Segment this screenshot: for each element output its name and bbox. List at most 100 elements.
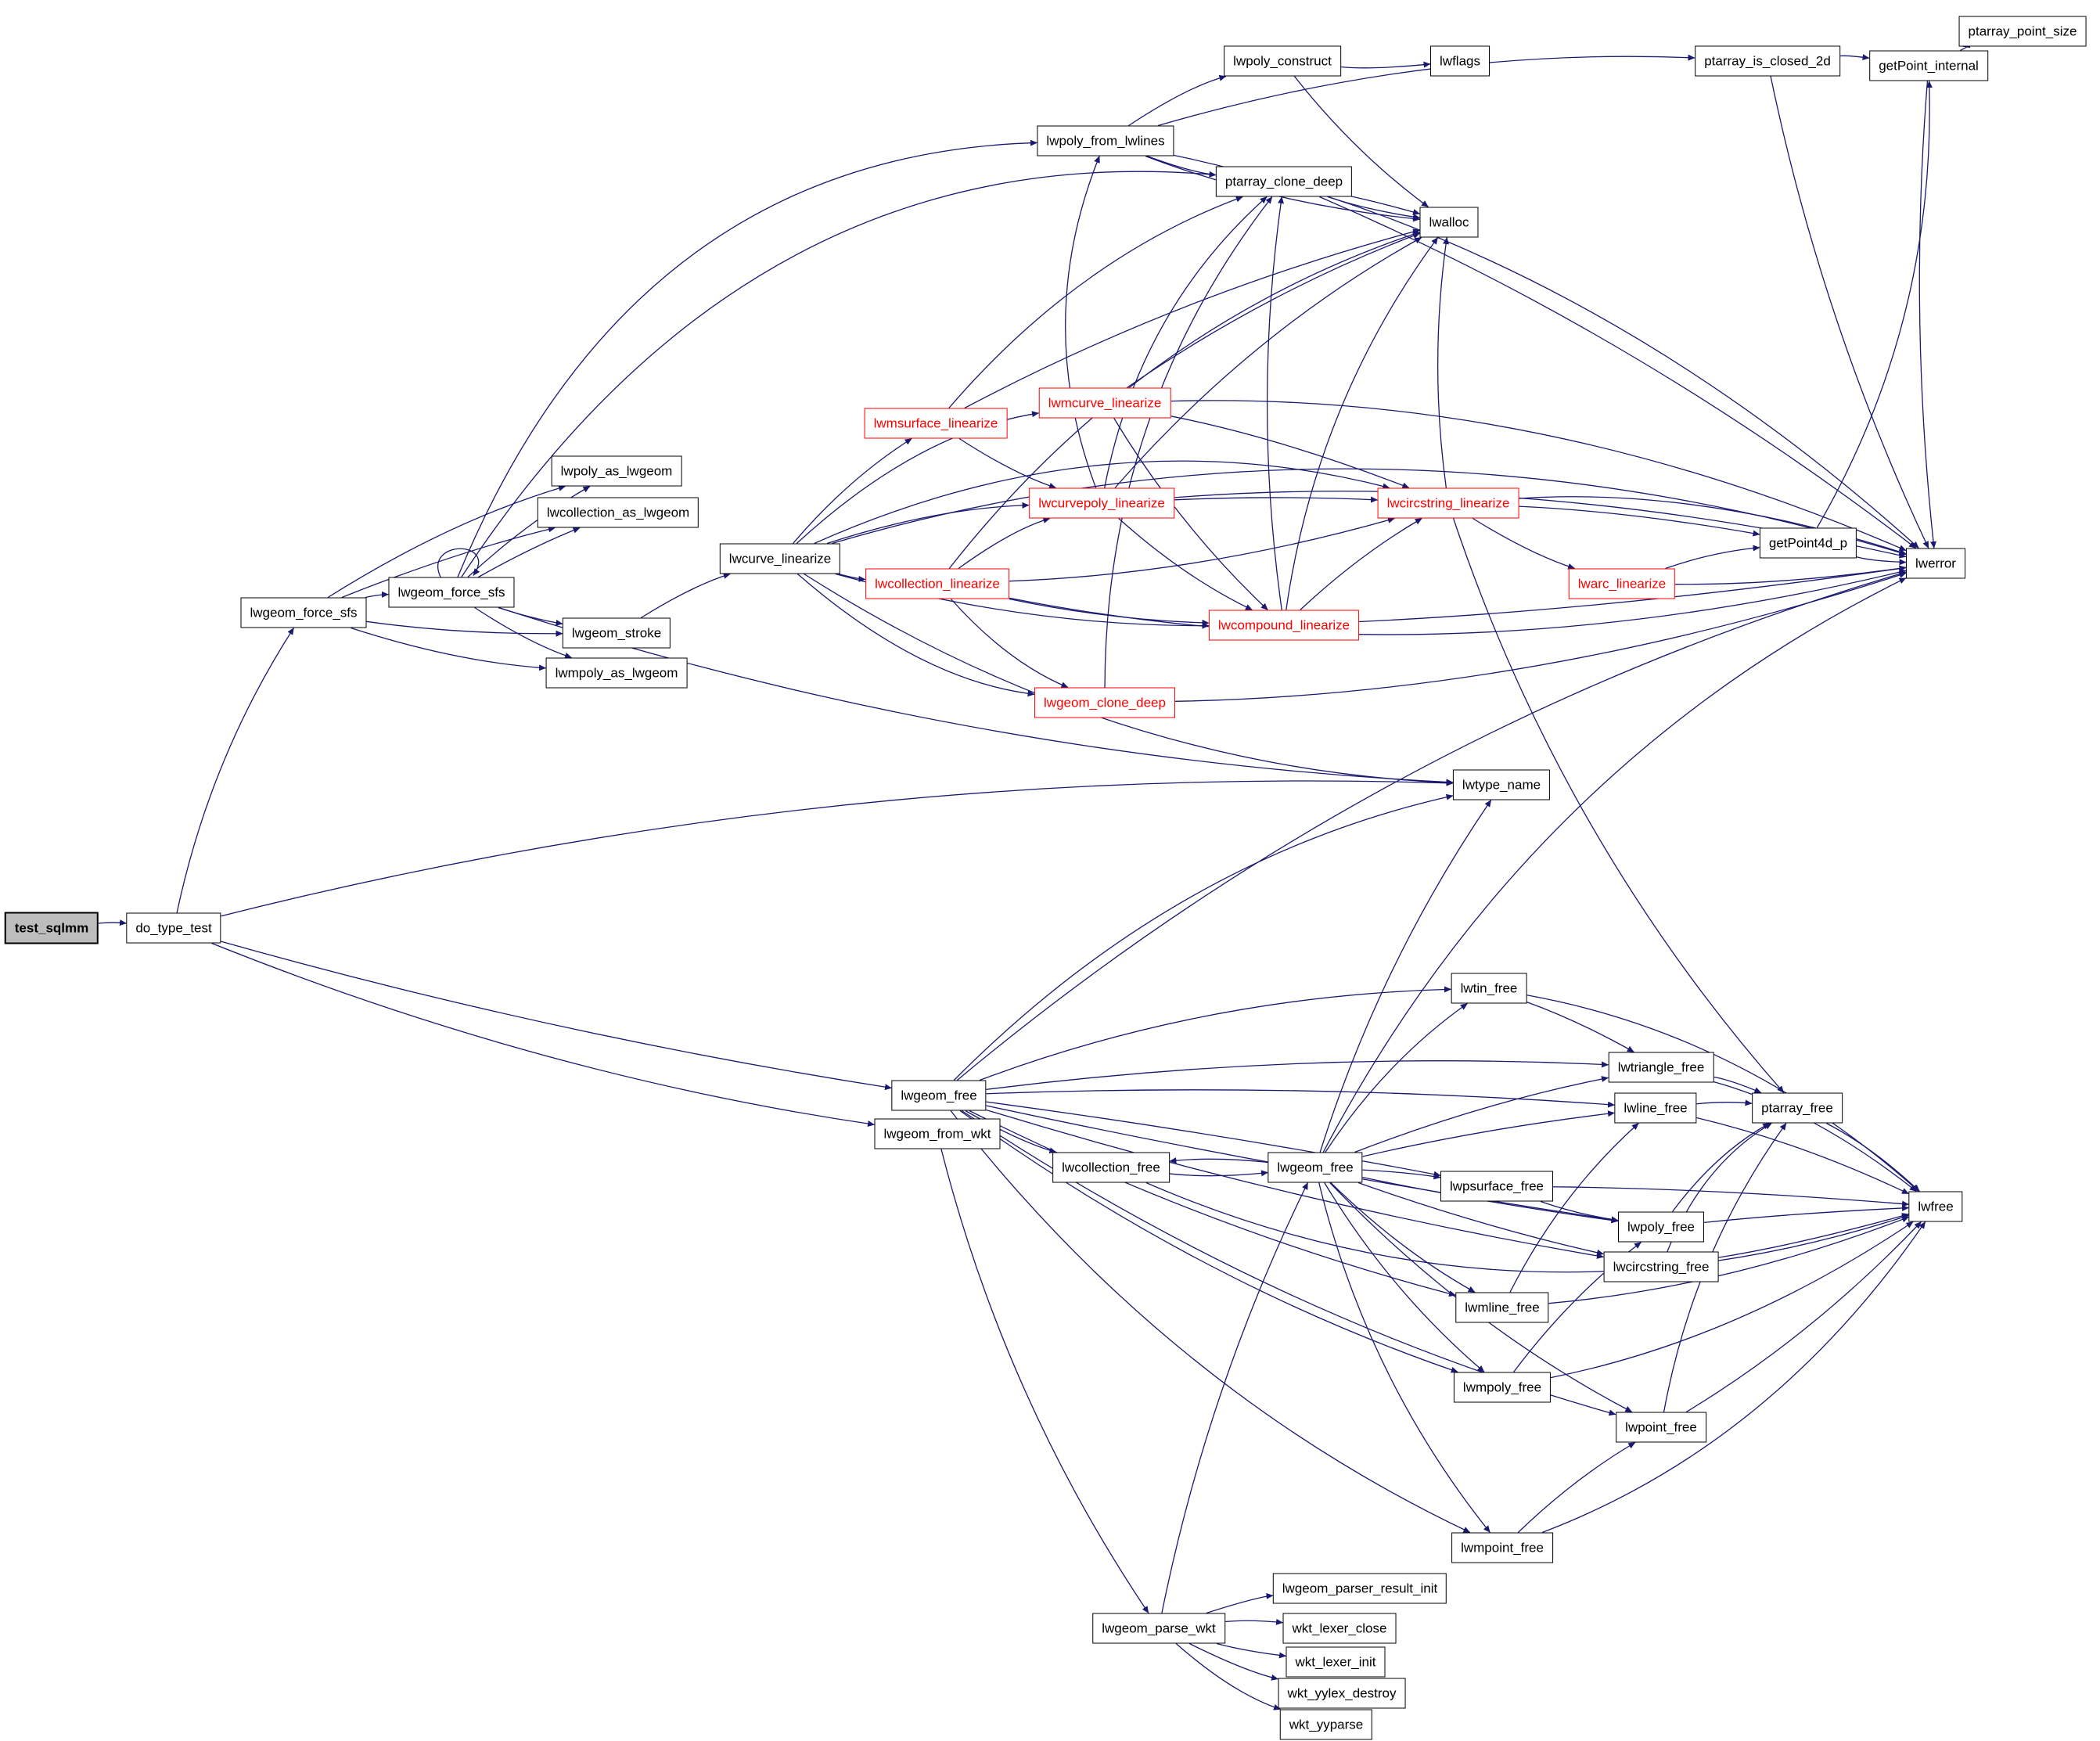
graph-node-wkt_yyparse[interactable]: wkt_yyparse	[1279, 1709, 1373, 1740]
graph-node-lwgeom_parser_result_init[interactable]: lwgeom_parser_result_init	[1272, 1573, 1447, 1604]
call-edge-lwgeom_free2-lwcollection_free	[1169, 1157, 1268, 1164]
graph-node-getPoint_internal[interactable]: getPoint_internal	[1869, 50, 1988, 81]
call-edge-lwgeom_parse_wkt-wkt_yyparse	[1175, 1643, 1281, 1710]
graph-node-lwgeom_parse_wkt[interactable]: lwgeom_parse_wkt	[1092, 1613, 1225, 1644]
call-edge-lwpoly_construct-lwflags	[1340, 61, 1431, 69]
call-edge-lwcurve_linearize-lwcollection_linearize	[838, 573, 866, 582]
graph-node-lwpoly_from_lwlines[interactable]: lwpoly_from_lwlines	[1037, 125, 1174, 156]
graph-node-lwpoint_free[interactable]: lwpoint_free	[1616, 1412, 1706, 1443]
call-edge-lwgeom_free2-lwmpoint_free	[1318, 1182, 1490, 1533]
call-edge-lwmpoint_free-lwfree	[1541, 1221, 1926, 1534]
call-edge-lwcurvepoly_linearize-ptarray_clone_deep	[1104, 196, 1268, 488]
graph-node-lwcollection_linearize[interactable]: lwcollection_linearize	[865, 568, 1009, 599]
call-edge-force_sfs1-lwmpoly_as_lwgeom	[351, 627, 546, 671]
graph-node-lwtype_name[interactable]: lwtype_name	[1452, 769, 1551, 800]
graph-node-lwline_free[interactable]: lwline_free	[1614, 1092, 1697, 1124]
graph-node-lwgeom_clone_deep[interactable]: lwgeom_clone_deep	[1034, 687, 1175, 718]
call-edge-lwcompound_linearize-ptarray_clone_deep	[1266, 196, 1285, 610]
call-edge-lwgeom_free1-lwcircstring_free	[986, 1109, 1604, 1259]
graph-node-lwgeom_stroke[interactable]: lwgeom_stroke	[562, 617, 671, 649]
graph-node-force_sfs2[interactable]: lwgeom_force_sfs	[388, 577, 515, 608]
call-edge-lwcircstring_linearize-lwarc_linearize	[1473, 517, 1576, 570]
graph-node-lwfree[interactable]: lwfree	[1908, 1191, 1963, 1222]
graph-node-lwcollection_free[interactable]: lwcollection_free	[1052, 1152, 1170, 1183]
graph-node-lwcurvepoly_linearize[interactable]: lwcurvepoly_linearize	[1029, 487, 1174, 519]
graph-node-lwflags[interactable]: lwflags	[1430, 45, 1490, 77]
call-edge-force_sfs2-lwmpoly_as_lwgeom	[474, 606, 572, 659]
graph-node-lwgeom_free1[interactable]: lwgeom_free	[891, 1080, 987, 1111]
graph-node-lwarc_linearize[interactable]: lwarc_linearize	[1568, 568, 1676, 599]
call-edge-lwmsurface_linearize-lwcurvepoly_linearize	[958, 437, 1056, 489]
graph-node-lwmpoint_free[interactable]: lwmpoint_free	[1451, 1532, 1553, 1563]
graph-node-test_sqlmm[interactable]: test_sqlmm	[4, 912, 99, 944]
graph-node-lwtriangle_free[interactable]: lwtriangle_free	[1608, 1052, 1714, 1083]
graph-node-lwcompound_linearize[interactable]: lwcompound_linearize	[1208, 610, 1360, 641]
call-edge-lwgeom_stroke-lwcurve_linearize	[640, 573, 731, 619]
call-edge-lwgeom_free2-lwmline_free	[1330, 1182, 1476, 1293]
call-edge-lwmsurface_linearize-lwalloc	[964, 228, 1420, 409]
call-edge-lwgeom_free1-lwpsurface_free	[986, 1101, 1441, 1178]
graph-node-lwpoly_free[interactable]: lwpoly_free	[1618, 1211, 1704, 1243]
call-edge-lwgeom_free1-lwerror	[956, 570, 1907, 1081]
graph-node-lwgeom_from_wkt[interactable]: lwgeom_from_wkt	[874, 1118, 1001, 1149]
call-edge-lwgeom_parse_wkt-wkt_lexer_close	[1224, 1618, 1283, 1625]
call-edge-lwcurvepoly_linearize-lwpoly_from_lwlines	[1065, 156, 1100, 488]
graph-node-lwcurve_linearize[interactable]: lwcurve_linearize	[719, 543, 841, 574]
call-edge-lwcollection_linearize-lwcurvepoly_linearize	[958, 517, 1051, 570]
graph-node-wkt_lexer_init[interactable]: wkt_lexer_init	[1286, 1646, 1386, 1678]
graph-node-lwcircstring_linearize[interactable]: lwcircstring_linearize	[1377, 487, 1519, 519]
graph-node-lwcollection_as_lwgeom[interactable]: lwcollection_as_lwgeom	[537, 497, 699, 528]
call-edge-force_sfs2-force_sfs2	[437, 548, 480, 577]
call-edge-ptarray_clone_deep-lwalloc	[1328, 196, 1420, 221]
call-edge-getPoint4d_p-lwerror	[1856, 556, 1907, 566]
call-edge-lwgeom_free2-lwerror	[1322, 577, 1907, 1153]
graph-node-lwtin_free[interactable]: lwtin_free	[1451, 973, 1527, 1004]
call-edge-lwmpoly_free-lwfree	[1550, 1221, 1914, 1379]
call-edge-lwmline_free-lwfree	[1548, 1216, 1909, 1304]
graph-node-ptarray_point_size[interactable]: ptarray_point_size	[1958, 16, 2087, 47]
graph-node-force_sfs1[interactable]: lwgeom_force_sfs	[240, 597, 367, 628]
graph-node-lwpoly_construct[interactable]: lwpoly_construct	[1224, 45, 1341, 77]
call-edge-lwgeom_free2-lwline_free	[1362, 1110, 1615, 1157]
graph-node-lwcircstring_free[interactable]: lwcircstring_free	[1603, 1251, 1719, 1282]
call-edge-force_sfs1-lwcollection_as_lwgeom	[341, 526, 556, 599]
graph-node-ptarray_clone_deep[interactable]: ptarray_clone_deep	[1215, 166, 1353, 197]
call-edge-lwgeom_free1-lwmpoly_free	[959, 1110, 1458, 1373]
call-edge-ptarray_free-lwfree	[1826, 1122, 1920, 1192]
graph-node-ptarray_free[interactable]: ptarray_free	[1752, 1092, 1843, 1124]
graph-node-getPoint4d_p[interactable]: getPoint4d_p	[1759, 527, 1857, 559]
call-edge-lwgeom_parse_wkt-lwgeom_free2	[1161, 1182, 1309, 1613]
call-edge-force_sfs2-lwcollection_as_lwgeom	[478, 527, 581, 578]
graph-node-lwmsurface_linearize[interactable]: lwmsurface_linearize	[864, 408, 1008, 439]
graph-node-lwerror[interactable]: lwerror	[1906, 548, 1965, 579]
graph-node-lwmpoly_free[interactable]: lwmpoly_free	[1453, 1372, 1552, 1403]
call-edge-lwcurvepoly_linearize-lwalloc	[1114, 236, 1422, 488]
graph-node-do_type_test[interactable]: do_type_test	[126, 912, 221, 944]
graph-node-ptarray_is_closed_2d[interactable]: ptarray_is_closed_2d	[1695, 45, 1840, 77]
graph-node-lwalloc[interactable]: lwalloc	[1419, 207, 1479, 238]
call-edge-lwpoly_free-lwfree	[1703, 1204, 1909, 1223]
graph-node-wkt_lexer_close[interactable]: wkt_lexer_close	[1282, 1613, 1397, 1644]
call-edge-lwcollection_linearize-lwalloc	[948, 231, 1420, 569]
graph-node-lwpoly_as_lwgeom[interactable]: lwpoly_as_lwgeom	[551, 455, 682, 487]
call-edge-ptarray_is_closed_2d-lwerror	[1770, 76, 1929, 549]
call-edge-lwcircstring_linearize-getPoint4d_p	[1519, 505, 1760, 537]
graph-node-lwmline_free[interactable]: lwmline_free	[1455, 1292, 1549, 1323]
call-edge-lwcircstring_free-lwfree	[1718, 1213, 1909, 1258]
graph-node-lwpsurface_free[interactable]: lwpsurface_free	[1440, 1171, 1554, 1202]
call-edge-lwcurve_linearize-lwtype_name	[804, 573, 1454, 786]
call-edge-getPoint_internal-lwerror	[1918, 81, 1936, 549]
call-edge-lwgeom_free2-lwmpoly_free	[1324, 1182, 1485, 1372]
graph-node-wkt_yylex_destroy[interactable]: wkt_yylex_destroy	[1278, 1678, 1406, 1709]
call-edge-lwcurve_linearize-lwmsurface_linearize	[793, 437, 912, 544]
graph-node-lwgeom_free2[interactable]: lwgeom_free	[1268, 1152, 1363, 1183]
call-edge-lwmcurve_linearize-lwcircstring_linearize	[1170, 415, 1410, 489]
call-edge-lwgeom_free2-lwtin_free	[1325, 1002, 1468, 1153]
graph-node-lwmpoly_as_lwgeom[interactable]: lwmpoly_as_lwgeom	[545, 657, 688, 689]
call-edge-lwgeom_free1-lwline_free	[986, 1089, 1615, 1108]
call-edge-lwmpoint_free-lwpoint_free	[1517, 1441, 1636, 1533]
call-edge-ptarray_is_closed_2d-getPoint_internal	[1839, 54, 1870, 61]
call-edge-force_sfs2-lwpoly_as_lwgeom	[467, 485, 591, 577]
graph-node-lwmcurve_linearize[interactable]: lwmcurve_linearize	[1038, 387, 1171, 419]
